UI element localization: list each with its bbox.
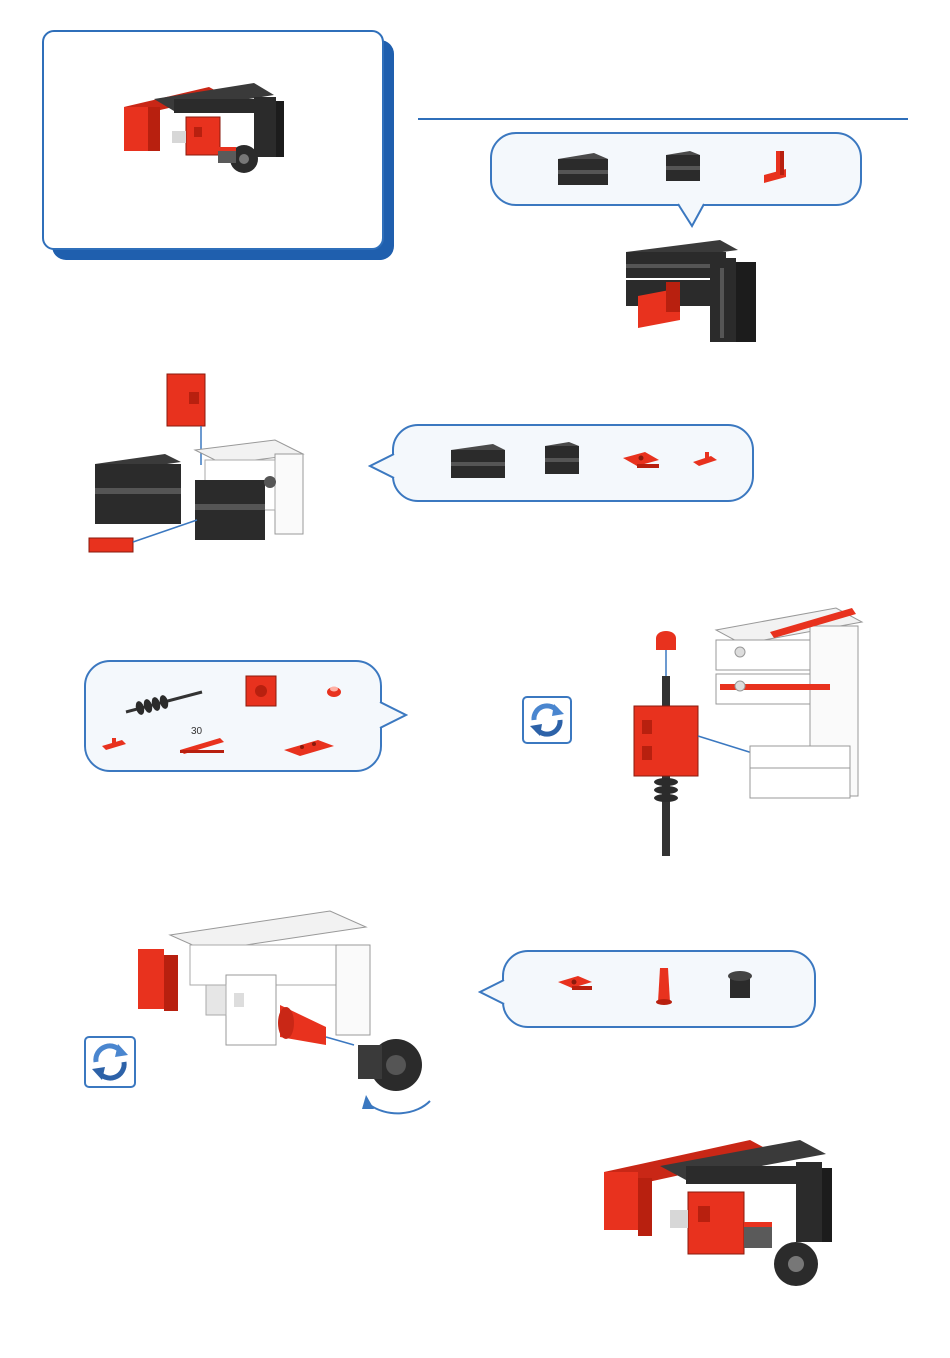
step-3-parts-illustration [96, 672, 366, 762]
callout-pointer-step-3 [378, 700, 408, 730]
callout-pointer-step-2 [368, 452, 396, 480]
model-preview-card [42, 30, 384, 250]
step-2-parts-illustration [445, 438, 735, 488]
rotate-arrows-icon [524, 698, 570, 742]
assembly-step-1-illustration [620, 238, 765, 348]
callout-pointer-step-4 [478, 978, 506, 1006]
callout-pointer-step-1 [676, 202, 706, 228]
assembly-step-2-illustration [85, 370, 310, 565]
step-1-parts-illustration [550, 145, 810, 195]
model-preview-illustration [114, 77, 294, 197]
header-rule [418, 118, 908, 120]
rotate-arrows-icon [86, 1038, 134, 1086]
part-length-label: 30 [191, 726, 202, 737]
rotate-icon-step-4 [84, 1036, 136, 1088]
finished-assembly-illustration [600, 1132, 840, 1312]
assembly-step-4-illustration [130, 905, 440, 1115]
step-4-parts-illustration [550, 962, 770, 1012]
assembly-step-3-illustration [620, 596, 870, 861]
rotate-icon [522, 696, 572, 744]
